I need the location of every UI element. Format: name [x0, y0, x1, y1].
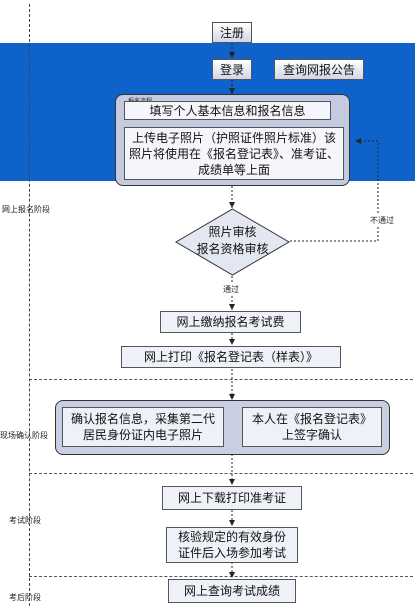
review-label-photo: 照片审核	[208, 225, 257, 239]
photo-review-decision: 照片审核 报名资格审核	[175, 208, 290, 276]
stage-label-online: 网上报名阶段	[2, 205, 50, 214]
edge-review-fail-loop	[290, 138, 379, 242]
edge-label-pass: 通过	[223, 284, 239, 295]
upload-photo-step: 上传电子照片（护照证件照片标准）该照片将使用在《报名登记表》、准考证、成绩单等上…	[124, 127, 344, 180]
decision-diamond-shape	[175, 208, 290, 276]
confirm-info-step: 确认报名信息，采集第二代居民身份证内电子照片	[62, 407, 224, 447]
stage-divider-onsite	[29, 379, 413, 380]
stage-label-post: 考后阶段	[9, 593, 41, 602]
edge-label-fail: 不通过	[370, 215, 394, 226]
review-label-qualification: 报名资格审核	[196, 242, 269, 256]
download-ticket-step: 网上下载打印准考证	[162, 486, 302, 510]
stage-divider-post	[29, 576, 413, 577]
stage-label-onsite: 现场确认阶段	[0, 431, 48, 440]
print-registration-form-step: 网上打印《报名登记表（样表）》	[121, 346, 341, 368]
login-button[interactable]: 登录	[212, 59, 252, 80]
sign-confirm-step: 本人在《报名登记表》上签字确认	[242, 407, 382, 447]
register-button[interactable]: 注册	[212, 22, 252, 43]
fill-basic-info-step: 填写个人基本信息和报名信息	[124, 101, 331, 120]
stage-label-exam: 考试阶段	[9, 516, 41, 525]
verify-id-step: 核验规定的有效身份证件后入场参加考试	[166, 527, 298, 563]
online-payment-step: 网上缴纳报名考试费	[160, 311, 301, 333]
query-score-step: 网上查询考试成绩	[168, 579, 296, 603]
announcement-link[interactable]: 查询网报公告	[274, 59, 364, 80]
stage-axis-line	[29, 4, 30, 606]
stage-divider-exam	[29, 473, 413, 474]
